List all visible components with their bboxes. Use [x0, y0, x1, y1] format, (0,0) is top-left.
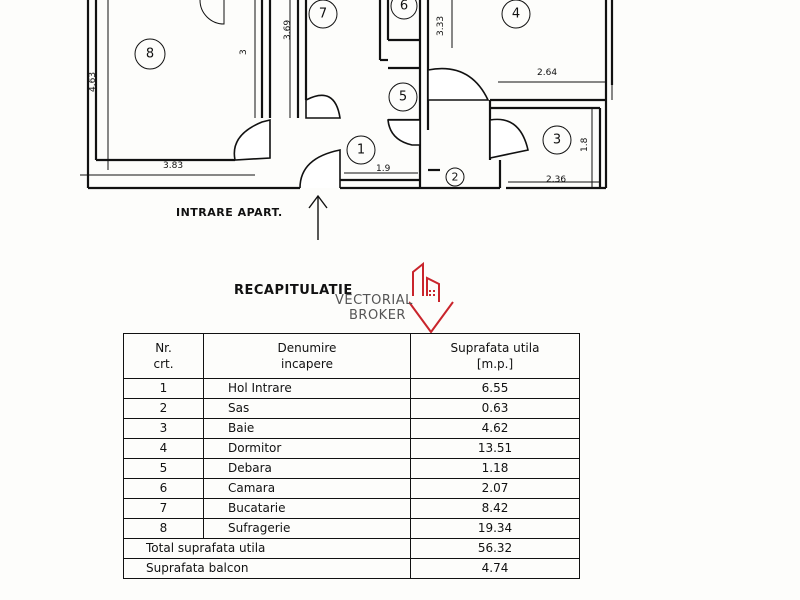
- dim-1-8: 1.8: [580, 137, 590, 152]
- entry-arrow-icon: [308, 194, 328, 240]
- dim-4-63: 4.63: [88, 72, 98, 92]
- room-2: 2: [452, 171, 459, 184]
- dim-3: 3: [239, 49, 249, 55]
- dimension-lines: [80, 0, 606, 188]
- dim-2-36: 2.36: [546, 175, 566, 185]
- plan-walls: [86, 0, 614, 190]
- dim-1-9: 1.9: [376, 164, 391, 174]
- room-1: 1: [357, 143, 365, 158]
- logo-line-2: BROKER: [349, 308, 406, 323]
- header-nr: Nr.crt.: [123, 333, 204, 379]
- dim-3-83: 3.83: [163, 161, 183, 171]
- building-logo-icon: [409, 262, 454, 334]
- recap-title: RECAPITULATIE: [234, 283, 353, 298]
- vectorial-broker-logo: VECTORIAL BROKER: [331, 262, 466, 334]
- room-5: 5: [399, 90, 407, 105]
- header-area: Suprafata utila[m.p.]: [410, 333, 580, 379]
- dimension-labels: 4.63 3 3.69 3.33 2.64 1.8 3.83 1.9 2.36: [88, 16, 590, 185]
- room-8: 8: [146, 47, 154, 62]
- dim-3-33: 3.33: [436, 16, 446, 36]
- room-3: 3: [553, 133, 561, 148]
- room-4: 4: [512, 7, 520, 22]
- logo-line-1: VECTORIAL: [335, 293, 413, 308]
- dim-2-64: 2.64: [537, 68, 557, 78]
- dim-3-69: 3.69: [283, 20, 293, 40]
- room-7: 7: [319, 7, 327, 22]
- room-6: 6: [400, 0, 408, 14]
- room-markers: 8 7 6 4 5 3 1 2: [134, 0, 572, 187]
- floor-plan: 4.63 3 3.69 3.33 2.64 1.8 3.83 1.9 2.36 …: [80, 0, 614, 240]
- door-swings: [199, 0, 529, 189]
- entry-label: INTRARE APART.: [176, 206, 283, 219]
